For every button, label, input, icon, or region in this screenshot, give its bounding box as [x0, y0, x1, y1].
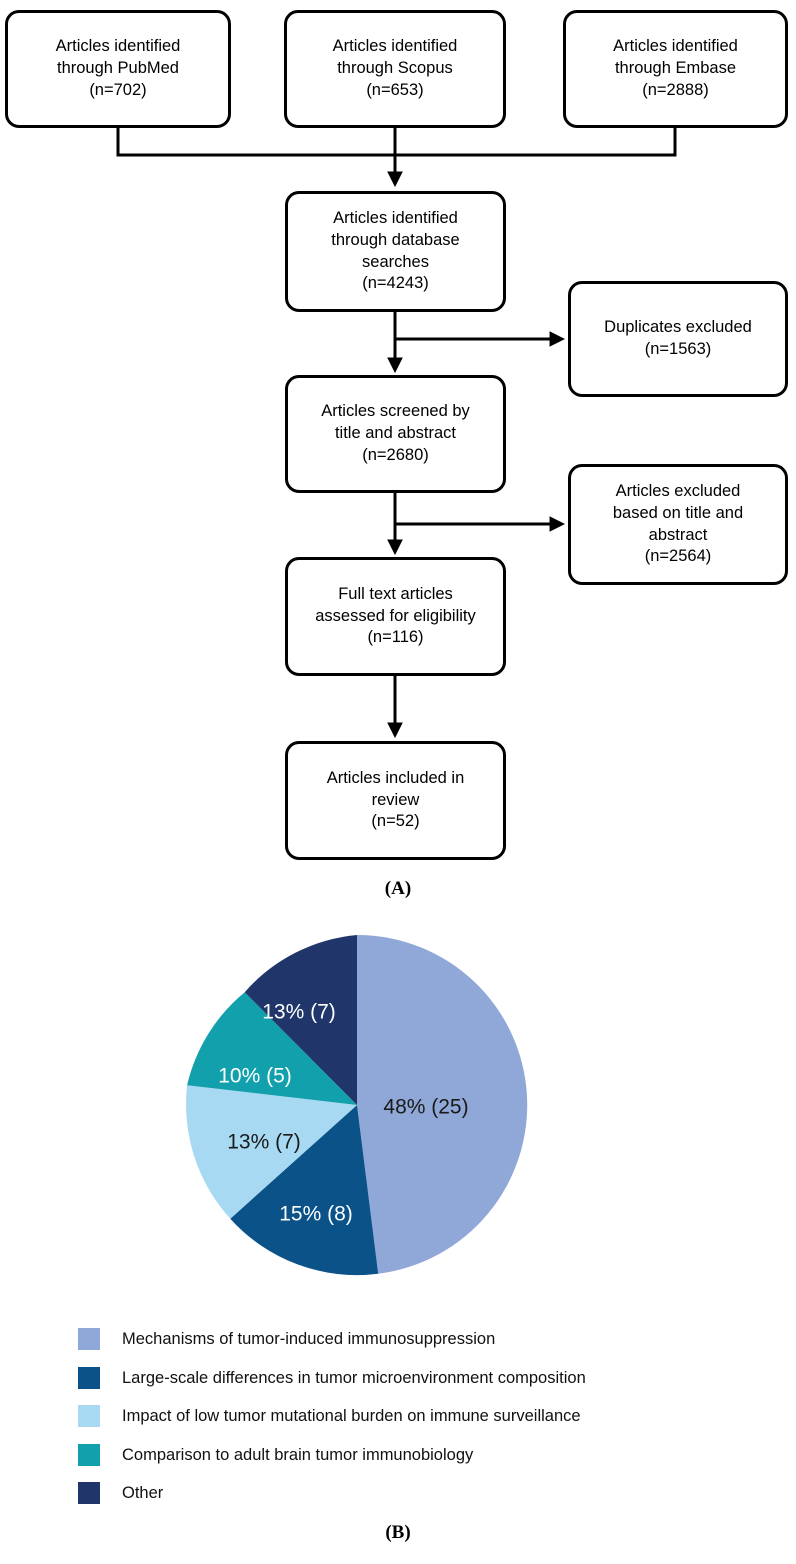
panel-a-label: (A) [384, 878, 412, 899]
pie-label-other: 13% (7) [262, 1001, 336, 1024]
flowbox-embase-text: Articles identified through Embase (n=28… [613, 37, 738, 99]
legend-label-other: Other [122, 1484, 164, 1502]
pie-data-labels: 48% (25) 15% (8) 13% (7) 10% (5) 13% (7) [218, 1001, 468, 1226]
legend-item-mechanisms: Mechanisms of tumor-induced immunosuppre… [78, 1328, 778, 1350]
legend-swatch-impact-tmb [78, 1405, 100, 1427]
panel-b-label: (B) [385, 1522, 411, 1543]
flowbox-articles-excluded: Articles excluded based on title and abs… [568, 464, 788, 585]
legend-label-comparison-adult: Comparison to adult brain tumor immunobi… [122, 1445, 474, 1464]
pie-slice-mechanisms [357, 934, 528, 1274]
pie-chart-svg: 48% (25) 15% (8) 13% (7) 10% (5) 13% (7) [186, 934, 528, 1276]
legend-swatch-other [78, 1482, 100, 1504]
flowbox-database-searches: Articles identified through database sea… [285, 191, 506, 312]
flowbox-scopus-text: Articles identified through Scopus (n=65… [332, 37, 458, 99]
flowbox-screened-text: Articles screened by title and abstract … [321, 402, 470, 464]
pie-chart-legend: Mechanisms of tumor-induced immunosuppre… [78, 1328, 778, 1521]
legend-item-large-scale: Large-scale differences in tumor microen… [78, 1366, 778, 1389]
pie-slices [186, 934, 528, 1276]
flowbox-duplicates-excluded-text: Duplicates excluded (n=1563) [604, 318, 752, 358]
legend-label-large-scale: Large-scale differences in tumor microen… [122, 1368, 586, 1387]
legend-swatch-large-scale [78, 1366, 100, 1389]
flowbox-screened: Articles screened by title and abstract … [285, 375, 506, 493]
flowbox-included-in-review-text: Articles included in review (n=52) [326, 768, 465, 831]
flowbox-pubmed: Articles identified through PubMed (n=70… [5, 10, 231, 128]
legend-swatch-comparison-adult [78, 1443, 100, 1466]
flowchart-connectors [116, 128, 677, 739]
legend-item-impact-tmb: Impact of low tumor mutational burden on… [78, 1405, 778, 1427]
pie-slice-other [244, 935, 357, 1105]
flowbox-scopus: Articles identified through Scopus (n=65… [284, 10, 506, 128]
flowbox-articles-excluded-text: Articles excluded based on title and abs… [612, 481, 744, 566]
pie-slice-impact-tmb [186, 1085, 357, 1219]
prisma-flowchart: Articles identified through PubMed (n=70… [5, 10, 788, 860]
flowbox-fulltext-assessed: Full text articles assessed for eligibil… [285, 557, 506, 676]
pie-chart: 48% (25) 15% (8) 13% (7) 10% (5) 13% (7) [0, 925, 796, 1295]
pie-slice-large-scale [230, 1105, 379, 1276]
pie-slice-comparison-adult [187, 992, 357, 1105]
legend-swatch-mechanisms [78, 1328, 100, 1350]
flowbox-embase: Articles identified through Embase (n=28… [563, 10, 788, 128]
flowbox-fulltext-assessed-text: Full text articles assessed for eligibil… [315, 584, 476, 647]
flowbox-included-in-review: Articles included in review (n=52) [285, 741, 506, 860]
pie-label-large-scale: 15% (8) [279, 1203, 353, 1226]
pie-label-mechanisms: 48% (25) [383, 1096, 468, 1119]
legend-label-impact-tmb: Impact of low tumor mutational burden on… [122, 1407, 581, 1425]
legend-label-mechanisms: Mechanisms of tumor-induced immunosuppre… [122, 1330, 496, 1348]
legend-item-comparison-adult: Comparison to adult brain tumor immunobi… [78, 1443, 778, 1466]
flowbox-database-searches-text: Articles identified through database sea… [331, 208, 460, 293]
flowbox-duplicates-excluded: Duplicates excluded (n=1563) [568, 281, 788, 397]
flowbox-pubmed-text: Articles identified through PubMed (n=70… [55, 37, 181, 99]
pie-label-impact-tmb: 13% (7) [227, 1131, 301, 1154]
pie-label-comparison-adult: 10% (5) [218, 1065, 292, 1088]
legend-item-other: Other [78, 1482, 778, 1504]
